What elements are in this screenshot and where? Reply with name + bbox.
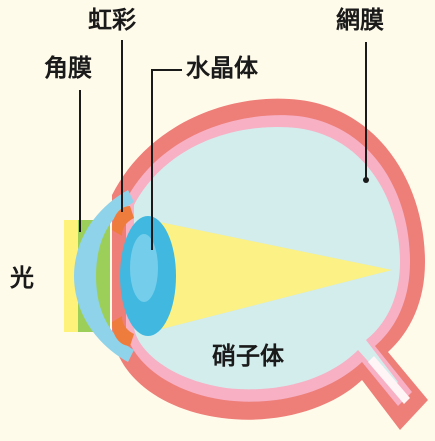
retina-label: 網膜 <box>336 8 384 32</box>
retina-leader-dot <box>363 177 369 183</box>
lens-label: 水晶体 <box>186 56 258 80</box>
vitreous-label: 硝子体 <box>212 344 284 368</box>
iris-label: 虹彩 <box>88 8 136 32</box>
lens-highlight <box>130 234 158 302</box>
cornea-label: 角膜 <box>44 56 92 80</box>
light-label: 光 <box>10 266 34 290</box>
